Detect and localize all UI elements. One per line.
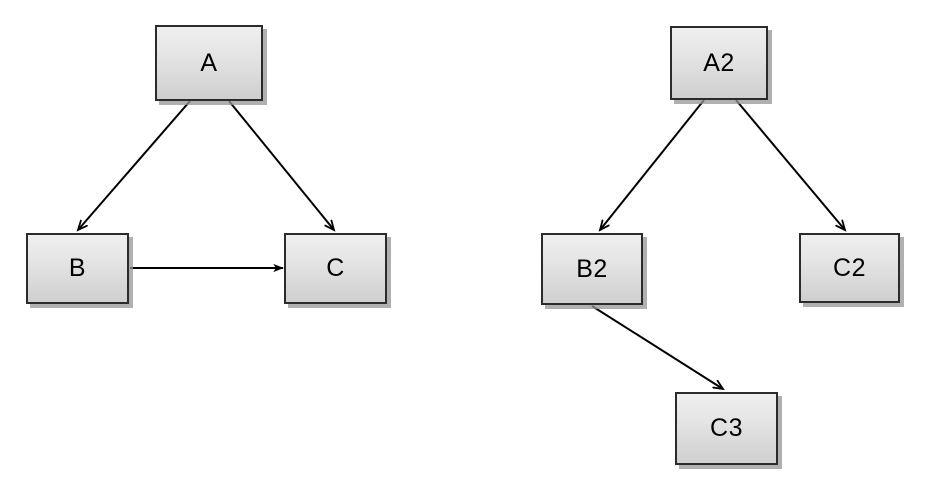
node-b2-label: B2 [576, 254, 608, 283]
edge-a-to-b [76, 100, 191, 232]
node-a[interactable]: A [155, 25, 263, 101]
node-a2-label: A2 [703, 48, 735, 77]
edge-a2-to-b2 [598, 99, 705, 232]
node-a2[interactable]: A2 [670, 26, 768, 100]
edge-a2-to-c2 [735, 99, 847, 232]
node-b[interactable]: B [26, 233, 129, 304]
node-c3[interactable]: C3 [675, 392, 778, 465]
edge-a-to-c [228, 100, 336, 232]
node-c-label: C [326, 254, 345, 282]
node-c2[interactable]: C2 [799, 233, 900, 303]
node-b-label: B [68, 254, 87, 282]
node-b2[interactable]: B2 [541, 233, 643, 305]
node-c2-label: C2 [833, 253, 866, 282]
edge-b2-to-c3 [591, 305, 725, 391]
node-c3-label: C3 [710, 414, 743, 442]
node-a-label: A [200, 48, 218, 77]
node-c[interactable]: C [284, 233, 387, 304]
